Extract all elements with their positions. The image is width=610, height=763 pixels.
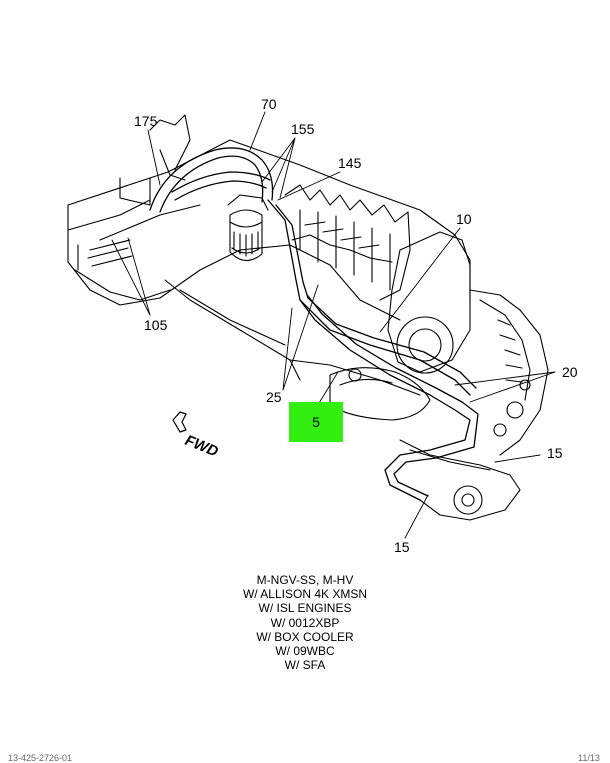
cooler-lines <box>149 147 479 501</box>
caption-line: W/ SFA <box>284 658 326 673</box>
applicability-caption: M-NGV-SS, M-HV W/ ALLISON 4K XMSN W/ ISL… <box>205 573 405 672</box>
callout-155: 155 <box>291 121 315 137</box>
caption-line: W/ BOX COOLER <box>256 629 354 644</box>
callout-70: 70 <box>261 96 277 112</box>
callout-20: 20 <box>562 364 578 380</box>
callout-105: 105 <box>144 317 168 333</box>
leader-lines <box>111 111 556 539</box>
fwd-label: FWD <box>183 432 221 461</box>
caption-line: W/ ISL ENGINES <box>258 601 352 616</box>
footer-left-id: 13-425-2726-01 <box>8 753 73 763</box>
engine-block <box>67 114 471 396</box>
caption-line: W/ ALLISON 4K XMSN <box>242 587 368 602</box>
fwd-arrow-icon <box>172 411 187 433</box>
caption-line: W/ 0012XBP <box>270 615 340 630</box>
highlighted-callout-5[interactable]: 5 <box>289 402 343 442</box>
footer-right-id: 11/13 <box>578 753 600 763</box>
callout-145: 145 <box>338 155 362 171</box>
oil-filter <box>227 194 269 262</box>
caption-line: M-NGV-SS, M-HV <box>256 573 354 587</box>
callout-15-bottom: 15 <box>394 539 410 555</box>
callout-15-right: 15 <box>547 445 563 461</box>
callout-175: 175 <box>134 113 158 129</box>
callout-10: 10 <box>456 211 472 227</box>
caption-line: W/ 09WBC <box>275 644 335 659</box>
callout-25: 25 <box>266 389 282 405</box>
transmission-housing <box>329 231 549 521</box>
valve-cover <box>284 184 411 301</box>
